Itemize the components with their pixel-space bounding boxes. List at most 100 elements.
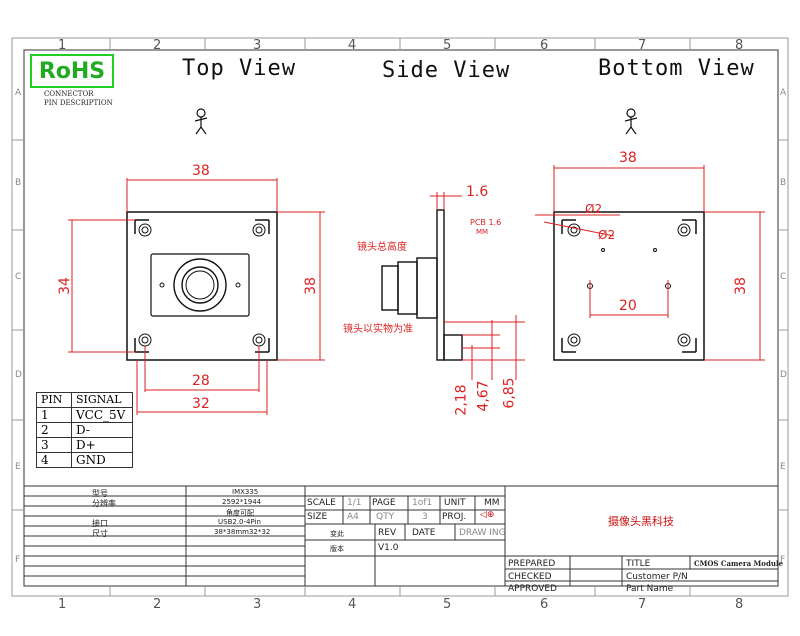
top-view-width-dim: 38 <box>192 163 210 179</box>
top-view-hole-spacing-dim: 28 <box>192 373 210 389</box>
grid-col-5-bottom: 5 <box>443 597 452 612</box>
scale-value: 1/1 <box>347 498 362 508</box>
page-value: 1of1 <box>412 498 433 508</box>
side-dim-6-85: 6,85 <box>501 377 518 409</box>
spec-value-angle: 角度可配 <box>226 509 254 517</box>
grid-col-7-top: 7 <box>638 38 647 53</box>
size-value: A4 <box>347 512 359 522</box>
grid-row-b-left: B <box>15 178 22 188</box>
grid-col-8-top: 8 <box>735 38 744 53</box>
side-dim-4-67: 4,67 <box>475 380 492 412</box>
grid-row-f-right: F <box>780 555 786 565</box>
grid-col-8-bottom: 8 <box>735 597 744 612</box>
scale-label: SCALE <box>307 498 336 508</box>
rev-label: REV <box>378 528 397 538</box>
table-row: 4 GND <box>36 452 133 468</box>
grid-row-f-left: F <box>15 555 21 565</box>
grid-row-d-left: D <box>15 370 22 380</box>
grid-col-2-bottom: 2 <box>153 597 162 612</box>
grid-col-3-bottom: 3 <box>253 597 262 612</box>
spec-label-model: 型号 <box>92 489 108 498</box>
bottom-view-diameter-1: Ø2 <box>585 202 603 216</box>
grid-col-7-bottom: 7 <box>638 597 647 612</box>
projection-symbol-icon: ◁⊕ <box>480 510 495 520</box>
grid-row-c-left: C <box>15 272 22 282</box>
grid-col-6-top: 6 <box>540 38 549 53</box>
rohs-logo: RoHS <box>30 54 114 88</box>
pin-description-label: PIN DESCRIPTION <box>44 99 113 107</box>
rev-value: V1.0 <box>378 543 399 553</box>
spec-value-model: IMX335 <box>232 488 259 496</box>
grid-col-1-top: 1 <box>58 38 67 53</box>
bottom-view-width-dim: 38 <box>619 150 637 166</box>
unit-value: MM <box>484 498 500 508</box>
pin-signal: D+ <box>71 437 133 453</box>
company-name: 摄像头黑科技 <box>608 515 674 528</box>
spec-value-interface: USB2.0-4Pin <box>218 518 261 526</box>
bottom-view-hole-spacing-dim: 20 <box>619 298 637 314</box>
date-label: DATE <box>412 528 436 538</box>
pcb-thickness-dim: 1.6 <box>466 184 489 200</box>
pin-signal: D- <box>71 422 133 438</box>
bottom-view-diameter-2: Ø2 <box>598 228 616 242</box>
customer-pn-label: Customer P/N <box>626 572 688 582</box>
bottom-view-title: Bottom View <box>598 56 755 81</box>
pin-number: 4 <box>36 452 72 468</box>
title-label: TITLE <box>626 559 651 569</box>
table-row: 2 D- <box>36 422 133 438</box>
page-label: PAGE <box>372 498 396 508</box>
drawing-label: DRAW ING <box>459 528 506 538</box>
spec-value-resolution: 2592*1944 <box>222 498 262 506</box>
pin-signal: VCC_5V <box>71 407 133 423</box>
top-view-height-dim: 34 <box>56 277 73 295</box>
lens-actual-label: 镜头以实物为准 <box>343 324 413 335</box>
signal-header: SIGNAL <box>71 392 133 408</box>
approved-label: APPROVED <box>508 584 557 594</box>
grid-col-3-top: 3 <box>253 38 262 53</box>
lens-total-height-label: 镜头总高度 <box>357 242 407 253</box>
pin-number: 1 <box>36 407 72 423</box>
checked-label: CHECKED <box>508 572 552 582</box>
grid-row-a-left: A <box>15 88 22 98</box>
pin-signal: GND <box>71 452 133 468</box>
spec-label-resolution: 分辨率 <box>92 499 116 508</box>
grid-col-6-bottom: 6 <box>540 597 549 612</box>
side-view-title: Side View <box>382 58 511 83</box>
pin-number: 2 <box>36 422 72 438</box>
spec-label-interface: 接口 <box>92 519 108 528</box>
connector-label: CONNECTOR <box>44 90 94 98</box>
top-view-lower-width-dim: 32 <box>192 396 210 412</box>
grid-col-4-bottom: 4 <box>348 597 357 612</box>
top-view-title: Top View <box>182 56 296 81</box>
grid-row-e-right: E <box>780 462 786 472</box>
unit-label: UNIT <box>444 498 466 508</box>
version-label: 版本 <box>330 545 344 553</box>
grid-col-1-bottom: 1 <box>58 597 67 612</box>
spec-value-size: 38*38mm32*32 <box>214 528 271 536</box>
spec-label-size: 尺寸 <box>92 529 108 538</box>
pin-table: PIN SIGNAL 1 VCC_5V 2 D- 3 D+ 4 GND <box>36 392 133 468</box>
pcb-note-line1: PCB 1.6 <box>470 218 502 227</box>
part-name-label: Part Name <box>626 584 674 594</box>
size-label: SIZE <box>307 512 328 522</box>
grid-row-b-right: B <box>780 178 787 188</box>
proj-label: PROJ. <box>442 512 467 522</box>
qty-label: QTY <box>376 512 395 522</box>
change-label: 变此 <box>330 530 344 538</box>
grid-row-d-right: D <box>780 370 787 380</box>
qty-value: 3 <box>422 512 428 522</box>
table-row: 1 VCC_5V <box>36 407 133 423</box>
grid-col-2-top: 2 <box>153 38 162 53</box>
prepared-label: PREPARED <box>508 559 556 569</box>
bottom-view-height-dim: 38 <box>732 277 749 295</box>
title-value: CMOS Camera Module <box>694 559 784 568</box>
grid-row-a-right: A <box>780 88 787 98</box>
top-view-height-right-dim: 38 <box>302 277 319 295</box>
grid-col-4-top: 4 <box>348 38 357 53</box>
pin-table-header: PIN SIGNAL <box>36 392 133 408</box>
pin-header: PIN <box>36 392 72 408</box>
grid-row-c-right: C <box>780 272 787 282</box>
table-row: 3 D+ <box>36 437 133 453</box>
grid-col-5-top: 5 <box>443 38 452 53</box>
